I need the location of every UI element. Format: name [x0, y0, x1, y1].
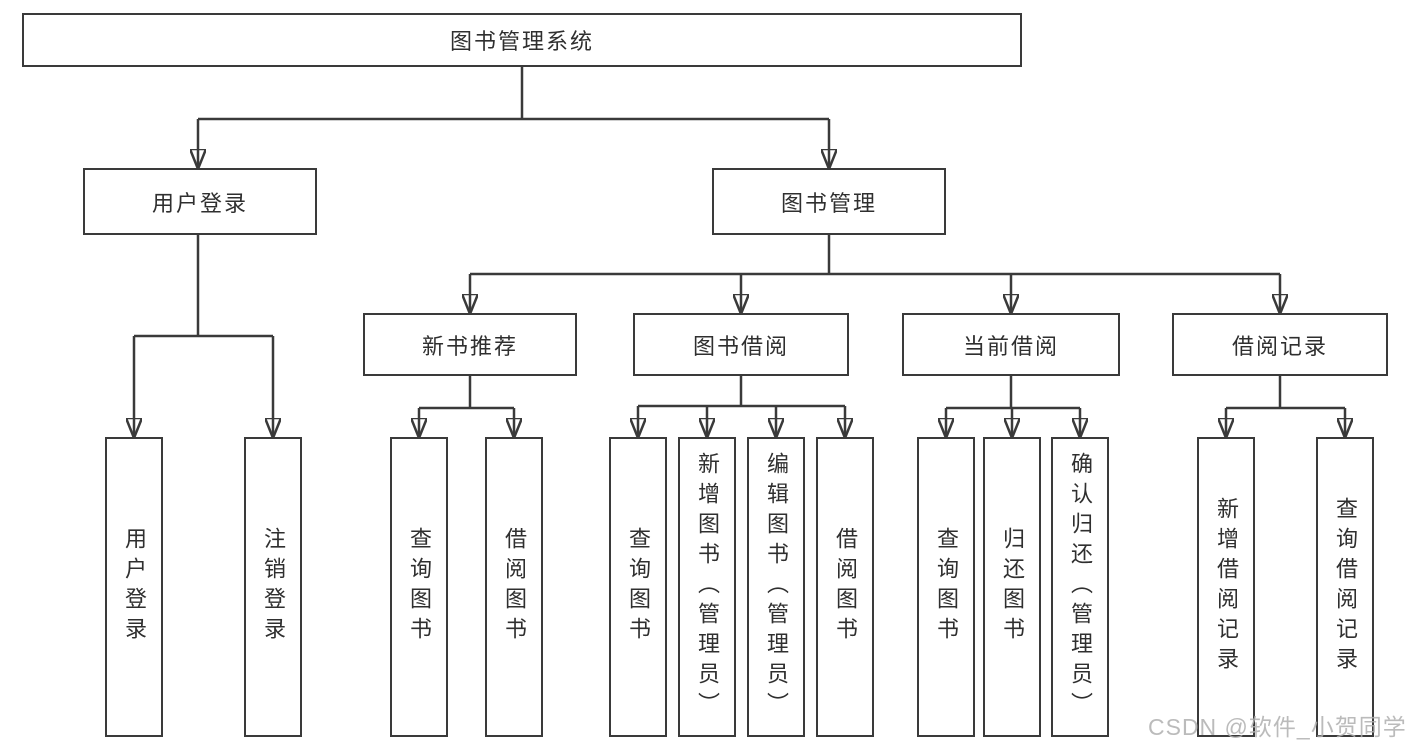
node-borrow-record: 借阅记录 [1172, 313, 1388, 376]
node-leaf-query-book-1-label: 查询图书 [407, 527, 432, 647]
node-leaf-logout-label: 注销登录 [261, 527, 286, 647]
node-new-book-recommend: 新书推荐 [363, 313, 577, 376]
node-leaf-query-book-2: 查询图书 [609, 437, 667, 737]
node-leaf-user-login-label: 用户登录 [122, 527, 147, 647]
node-leaf-query-book-3-label: 查询图书 [934, 527, 959, 647]
node-leaf-logout: 注销登录 [244, 437, 302, 737]
node-library-system: 图书管理系统 [22, 13, 1022, 67]
node-leaf-query-borrow-record-label: 查询借阅记录 [1333, 497, 1358, 677]
node-leaf-borrow-book-1: 借阅图书 [485, 437, 543, 737]
node-book-management-label: 图书管理 [780, 190, 877, 216]
node-leaf-add-book-admin: 新增图书（管理员） [678, 437, 736, 737]
node-leaf-add-book-admin-label: 新增图书（管理员） [695, 452, 720, 722]
node-leaf-user-login: 用户登录 [105, 437, 163, 737]
node-user-login: 用户登录 [83, 168, 317, 235]
node-leaf-query-book-2-label: 查询图书 [626, 527, 651, 647]
node-leaf-borrow-book-2: 借阅图书 [816, 437, 874, 737]
node-new-book-recommend-label: 新书推荐 [421, 333, 518, 359]
node-leaf-confirm-return-admin: 确认归还（管理员） [1051, 437, 1109, 737]
node-leaf-edit-book-admin-label: 编辑图书（管理员） [764, 452, 789, 722]
node-leaf-return-book: 归还图书 [983, 437, 1041, 737]
node-current-borrow: 当前借阅 [902, 313, 1120, 376]
node-leaf-query-book-3: 查询图书 [917, 437, 975, 737]
csdn-watermark: CSDN @软件_小贺同学 [1148, 714, 1405, 740]
node-book-borrow: 图书借阅 [633, 313, 849, 376]
node-leaf-borrow-book-2-label: 借阅图书 [833, 527, 858, 647]
node-leaf-add-borrow-record-label: 新增借阅记录 [1214, 497, 1239, 677]
node-leaf-confirm-return-admin-label: 确认归还（管理员） [1068, 452, 1093, 722]
node-borrow-record-label: 借阅记录 [1231, 333, 1328, 359]
node-leaf-query-borrow-record: 查询借阅记录 [1316, 437, 1374, 737]
node-leaf-edit-book-admin: 编辑图书（管理员） [747, 437, 805, 737]
node-book-borrow-label: 图书借阅 [692, 333, 789, 359]
node-user-login-label: 用户登录 [151, 190, 248, 216]
node-library-system-label: 图书管理系统 [449, 29, 594, 54]
node-current-borrow-label: 当前借阅 [962, 333, 1059, 359]
node-leaf-add-borrow-record: 新增借阅记录 [1197, 437, 1255, 737]
node-leaf-borrow-book-1-label: 借阅图书 [502, 527, 527, 647]
node-leaf-return-book-label: 归还图书 [1000, 527, 1025, 647]
node-book-management: 图书管理 [712, 168, 946, 235]
node-leaf-query-book-1: 查询图书 [390, 437, 448, 737]
